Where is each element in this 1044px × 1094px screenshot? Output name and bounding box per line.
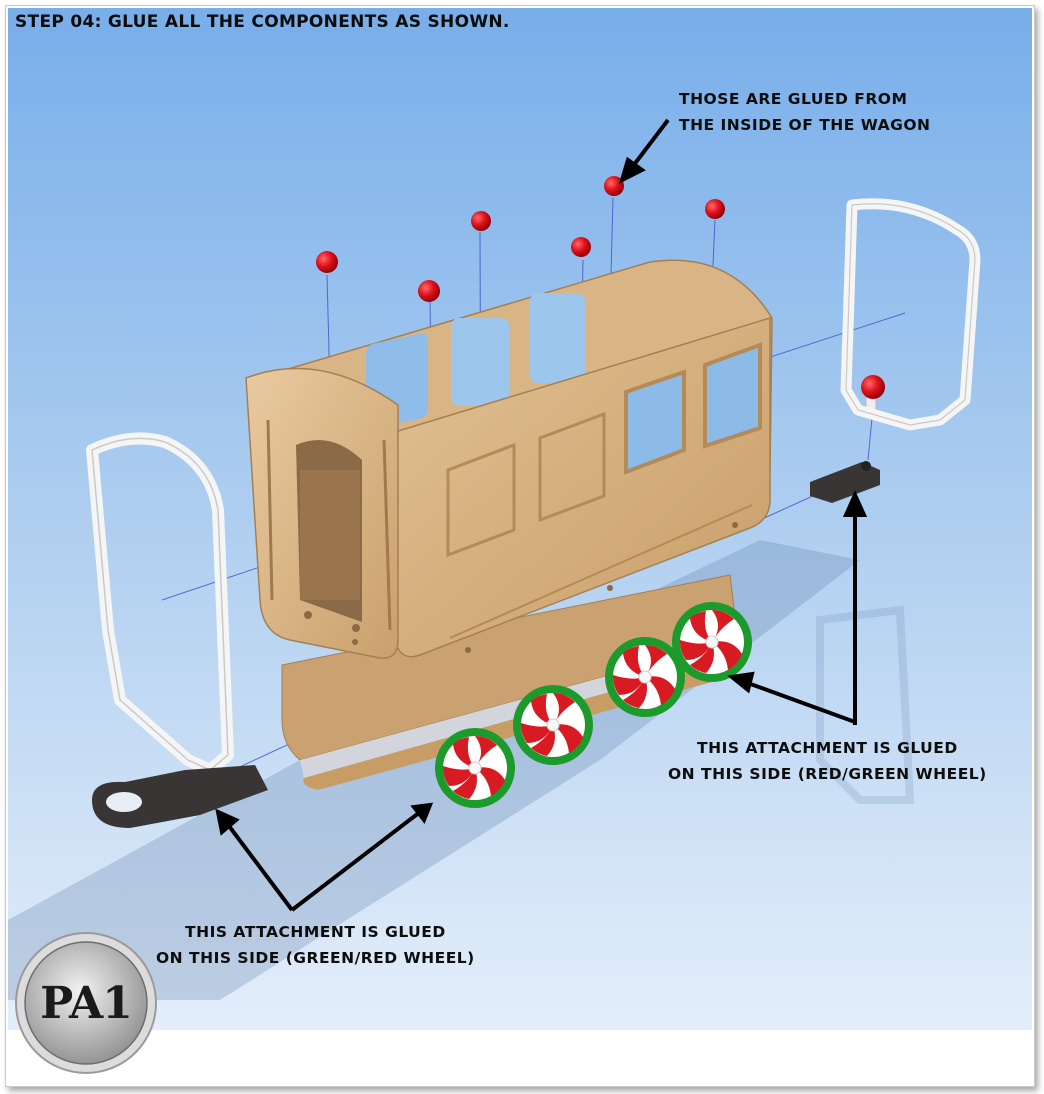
red-pegs — [316, 176, 885, 418]
wheel-rear-right — [671, 601, 753, 683]
right-attachment-note: THIS ATTACHMENT IS GLUED ON THIS SIDE (R… — [668, 735, 987, 787]
wheel-front-right — [512, 684, 594, 766]
wagon-body — [245, 259, 773, 659]
peg-3 — [471, 211, 491, 231]
logo-text: PA1 — [40, 978, 133, 1029]
peg-5 — [604, 176, 624, 196]
peg-4 — [571, 237, 591, 257]
inside-pegs-note: THOSE ARE GLUED FROM THE INSIDE OF THE W… — [679, 86, 931, 138]
peg-on-frame — [861, 375, 885, 399]
inside-pegs-note-line-2: THE INSIDE OF THE WAGON — [679, 116, 931, 134]
left-attachment — [92, 765, 268, 828]
wheel-front-left — [434, 727, 516, 809]
peg-6 — [705, 199, 725, 219]
arrows — [215, 118, 868, 912]
right-attachment-note-line-2: ON THIS SIDE (RED/GREEN WHEEL) — [668, 765, 987, 783]
peg-2 — [418, 280, 440, 302]
peg-1 — [316, 251, 338, 273]
reflection — [816, 605, 915, 804]
step-title: STEP 04: GLUE ALL THE COMPONENTS AS SHOW… — [15, 12, 510, 32]
left-attachment-note-line-1: THIS ATTACHMENT IS GLUED — [185, 923, 446, 941]
pa1-logo — [15, 932, 157, 1074]
right-attachment-note-line-1: THIS ATTACHMENT IS GLUED — [697, 739, 958, 757]
right-attachment — [810, 461, 880, 503]
left-attachment-note-line-2: ON THIS SIDE (GREEN/RED WHEEL) — [156, 949, 475, 967]
left-attachment-note: THIS ATTACHMENT IS GLUED ON THIS SIDE (G… — [156, 919, 475, 971]
inside-pegs-note-line-1: THOSE ARE GLUED FROM — [679, 90, 908, 108]
